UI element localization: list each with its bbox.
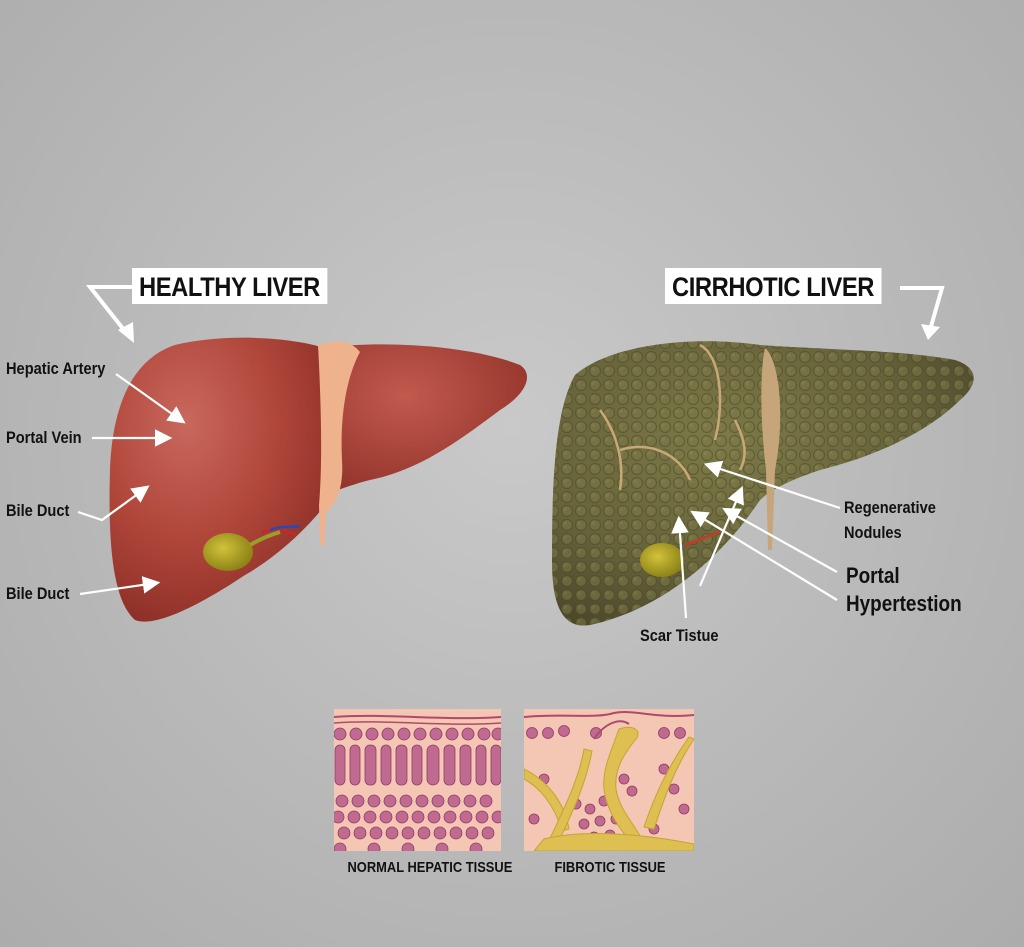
label-bile-duct-lower: Bile Duct	[6, 584, 70, 603]
label-portal-hypertension-line1: Portal	[846, 563, 900, 588]
healthy-liver-title: HEALTHY LIVER	[132, 268, 327, 304]
label-hepatic-artery: Hepatic Artery	[6, 359, 106, 378]
cirrhotic-leader-lines	[671, 460, 841, 619]
normal-tissue-panel	[334, 709, 501, 851]
label-regenerative-nodules-line1: Regenerative	[844, 498, 936, 517]
fibrotic-tissue-caption: FIBROTIC TISSUE	[554, 859, 666, 876]
normal-tissue-caption: NORMAL HEPATIC TISSUE	[347, 859, 513, 876]
fibrotic-tissue-panel	[524, 709, 694, 851]
cirrhotic-liver-title: CIRRHOTIC LIVER	[665, 268, 882, 304]
healthy-liver-illustration	[109, 337, 528, 622]
healthy-leader-lines	[77, 373, 186, 596]
label-bile-duct-upper: Bile Duct	[6, 501, 70, 520]
label-regenerative-nodules-line2: Nodules	[844, 523, 902, 542]
label-portal-hypertension-line2: Hypertestion	[846, 591, 962, 616]
healthy-title-arrow	[85, 285, 132, 337]
label-scar-tissue: Scar Tistue	[640, 626, 719, 645]
label-portal-vein: Portal Vein	[6, 428, 82, 447]
cirrhotic-title-arrow	[900, 286, 945, 331]
